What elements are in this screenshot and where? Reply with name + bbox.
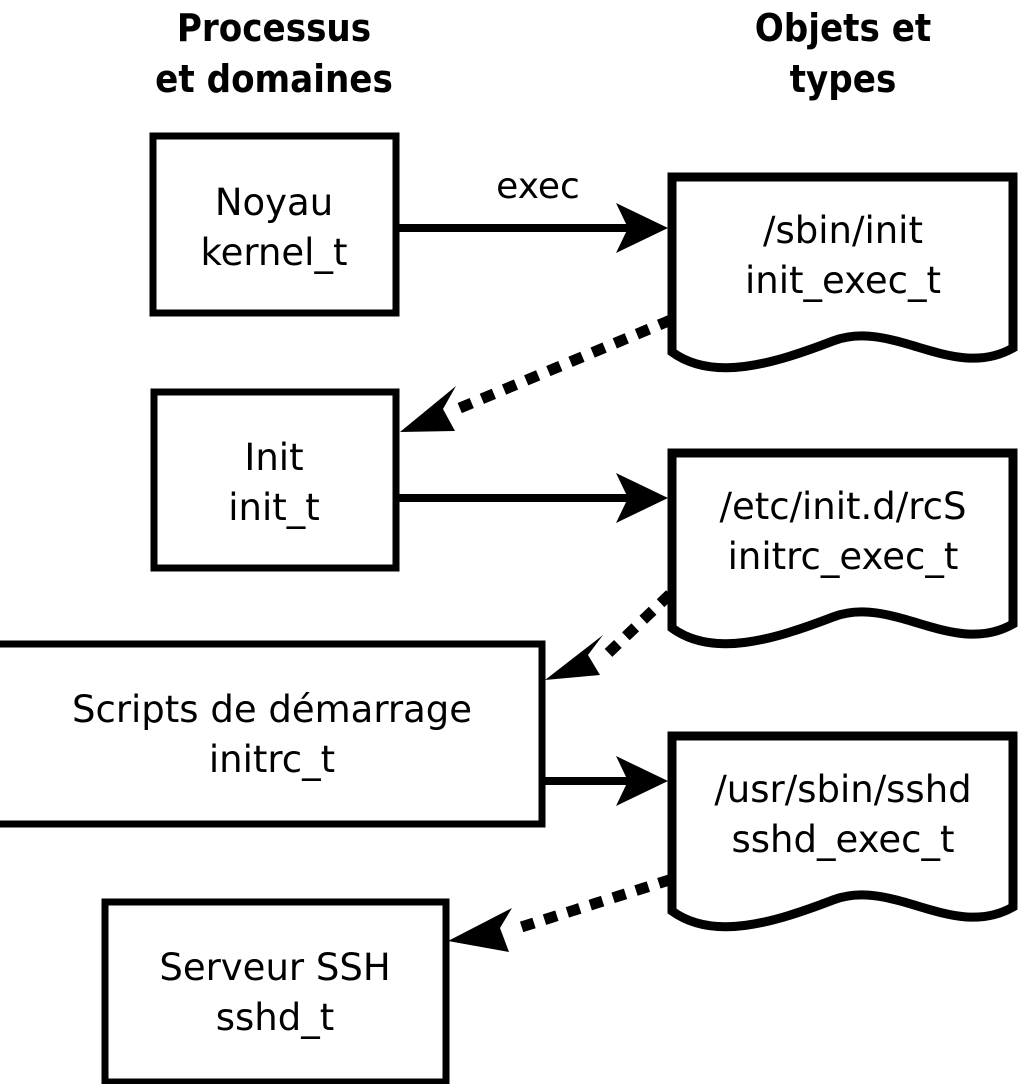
node-kernel[interactable]: Noyau kernel_t: [149, 132, 400, 317]
column-header-objects-line2: types: [790, 57, 897, 101]
node-sshd-line1: Serveur SSH: [159, 946, 390, 989]
edge-init_exec-transition-init-line: [447, 314, 674, 418]
edge-init_exec-transition-init: [400, 314, 674, 432]
edge-sshd_exec-transition-sshd-arrowhead: [448, 908, 512, 952]
node-initrc_exec[interactable]: /etc/init.d/rcS initrc_exec_t: [667, 448, 1018, 649]
edge-init-exec-initrc_exec: [398, 473, 668, 523]
column-header-processes-line1: Processus: [177, 6, 371, 50]
node-init_exec-line2: init_exec_t: [745, 259, 941, 302]
node-sshd_exec-line1: /usr/sbin/sshd: [714, 768, 971, 811]
column-header-objects-line1: Objets et: [755, 6, 932, 50]
column-header-processes-line2: et domaines: [155, 57, 393, 101]
node-sshd_exec[interactable]: /usr/sbin/sshd sshd_exec_t: [667, 731, 1018, 932]
node-init-line1: Init: [244, 436, 303, 479]
edge-kernel-exec-init_exec-arrowhead: [616, 203, 668, 253]
edge-kernel-exec-init_exec: exec: [398, 166, 668, 253]
node-initrc_exec-line2: initrc_exec_t: [728, 535, 959, 578]
node-initrc-box[interactable]: [0, 640, 546, 828]
node-init_exec-line1: /sbin/init: [763, 209, 923, 252]
edge-init_exec-transition-init-arrowhead: [400, 386, 456, 432]
node-kernel-line1: Noyau: [215, 181, 333, 224]
node-initrc[interactable]: Scripts de démarrage initrc_t: [0, 640, 546, 828]
edge-initrc_exec-transition-initrc-line: [592, 590, 674, 669]
node-init-line2: init_t: [228, 486, 320, 529]
edge-init-exec-initrc_exec-arrowhead: [616, 473, 668, 523]
node-init[interactable]: Init init_t: [150, 388, 400, 572]
node-sshd_exec-doc[interactable]: [667, 731, 1018, 932]
column-header-objects: Objets et types: [755, 6, 932, 101]
node-init-box[interactable]: [150, 388, 400, 572]
node-initrc-line2: initrc_t: [209, 738, 335, 781]
column-header-processes: Processus et domaines: [155, 6, 393, 101]
node-initrc-line1: Scripts de démarrage: [72, 688, 472, 731]
node-init_exec[interactable]: /sbin/init init_exec_t: [667, 172, 1018, 373]
edge-sshd_exec-transition-sshd-line: [508, 874, 673, 936]
node-init_exec-doc[interactable]: [667, 172, 1018, 373]
node-kernel-box[interactable]: [149, 132, 400, 317]
node-sshd[interactable]: Serveur SSH sshd_t: [101, 898, 450, 1084]
edge-initrc_exec-transition-initrc-arrowhead: [545, 635, 603, 680]
node-sshd_exec-line2: sshd_exec_t: [732, 818, 955, 861]
node-kernel-line2: kernel_t: [201, 231, 348, 274]
edge-initrc-exec-sshd_exec-arrowhead: [616, 756, 668, 806]
edge-initrc-exec-sshd_exec: [545, 756, 668, 806]
node-sshd-line2: sshd_t: [216, 996, 335, 1039]
edge-label-exec: exec: [496, 166, 580, 207]
edge-initrc_exec-transition-initrc: [545, 590, 674, 680]
node-initrc_exec-line1: /etc/init.d/rcS: [719, 485, 966, 528]
node-sshd-box[interactable]: [101, 898, 450, 1084]
node-initrc_exec-doc[interactable]: [667, 448, 1018, 649]
edge-sshd_exec-transition-sshd: [448, 874, 673, 952]
